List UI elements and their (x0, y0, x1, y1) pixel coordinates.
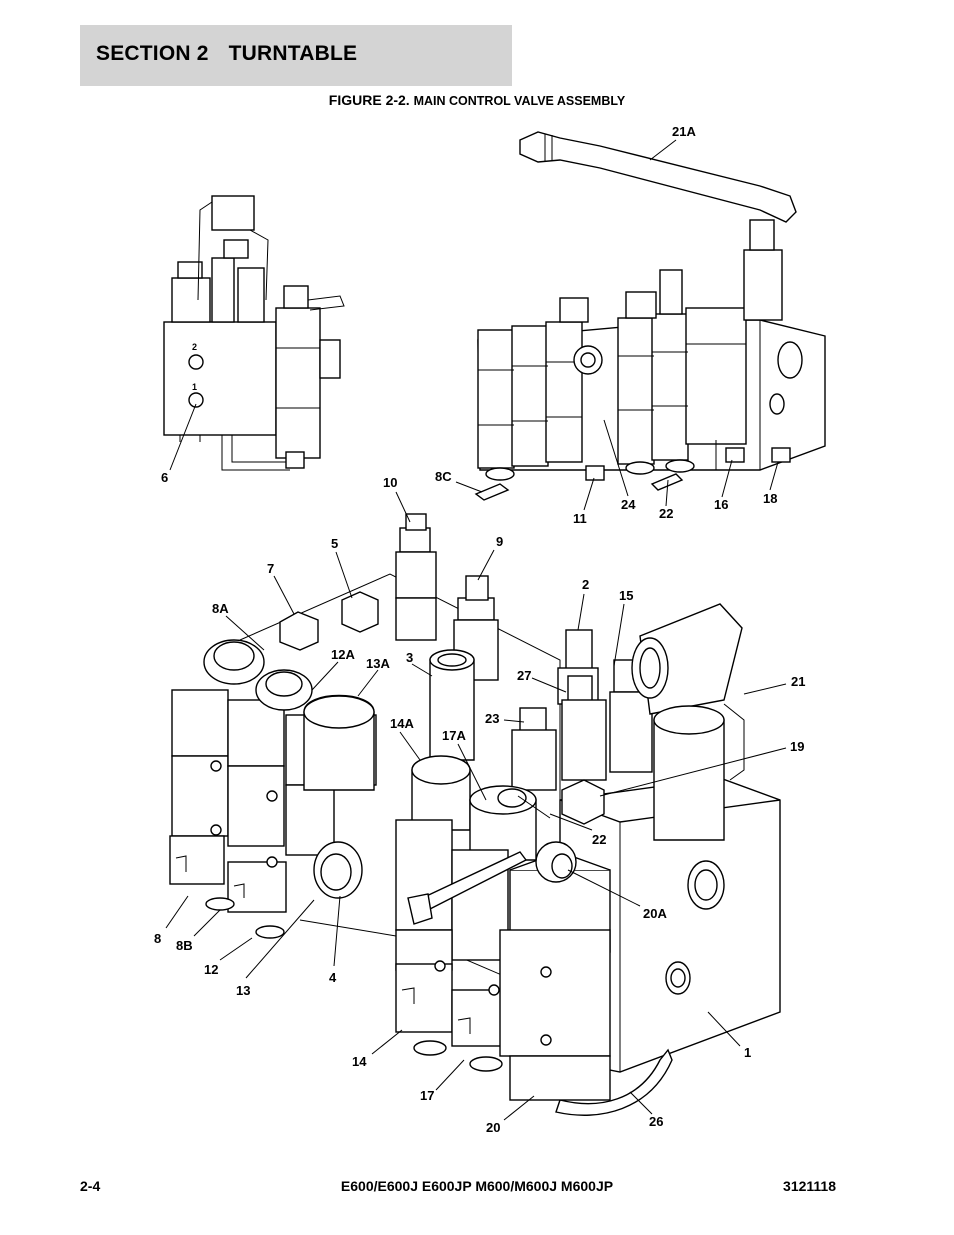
callout-21: 21 (791, 674, 805, 689)
callout-12: 12 (204, 962, 218, 977)
callout-8A: 8A (212, 601, 229, 616)
leader-lines (165, 139, 787, 1121)
callout-22-top: 22 (659, 506, 673, 521)
rear-view-assembly (474, 131, 826, 501)
callout-3: 3 (406, 650, 413, 665)
callout-9: 9 (496, 534, 503, 549)
callout-18: 18 (763, 491, 777, 506)
callout-4: 4 (329, 970, 337, 985)
callout-12A: 12A (331, 647, 355, 662)
callout-27: 27 (517, 668, 531, 683)
figure-title: FIGURE 2-2. MAIN CONTROL VALVE ASSEMBLY (0, 92, 954, 108)
callout-labels: 21A 6 8C 11 24 22 16 18 10 5 9 7 2 15 8A… (154, 124, 805, 1135)
callout-20: 20 (486, 1120, 500, 1135)
port-1-label: 1 (192, 382, 197, 392)
callout-24: 24 (621, 497, 636, 512)
callout-22: 22 (592, 832, 606, 847)
callout-20A: 20A (643, 906, 667, 921)
callout-13A: 13A (366, 656, 390, 671)
callout-7: 7 (267, 561, 274, 576)
callout-1: 1 (744, 1045, 751, 1060)
figure-caption: MAIN CONTROL VALVE ASSEMBLY (413, 94, 626, 108)
figure-number: FIGURE 2-2. (328, 92, 410, 108)
callout-11: 11 (573, 511, 587, 526)
callout-8B: 8B (176, 938, 193, 953)
callout-8C: 8C (435, 469, 452, 484)
callout-5: 5 (331, 536, 338, 551)
callout-21A: 21A (672, 124, 696, 139)
section-header-bar (80, 25, 512, 86)
port-2-label: 2 (192, 342, 197, 352)
callout-17: 17 (420, 1088, 434, 1103)
callout-14: 14 (352, 1054, 367, 1069)
callout-14A: 14A (390, 716, 414, 731)
callout-19: 19 (790, 739, 804, 754)
callout-6: 6 (161, 470, 168, 485)
page-number: 2-4 (80, 1178, 101, 1194)
callout-10: 10 (383, 475, 397, 490)
main-exploded-assembly (169, 513, 781, 1116)
callout-16: 16 (714, 497, 728, 512)
document-number: 3121118 (783, 1178, 836, 1194)
callout-15: 15 (619, 588, 633, 603)
section-name: TURNTABLE (228, 42, 358, 65)
side-view-assembly: 2 1 (163, 195, 345, 471)
section-label: SECTION 2 (96, 42, 209, 65)
callout-26: 26 (649, 1114, 663, 1129)
callout-2: 2 (582, 577, 589, 592)
callout-8: 8 (154, 931, 161, 946)
callout-23: 23 (485, 711, 499, 726)
section-title: SECTION 2 TURNTABLE (96, 42, 357, 66)
callout-17A: 17A (442, 728, 466, 743)
callout-13: 13 (236, 983, 250, 998)
model-list: E600/E600J E600JP M600/M600J M600JP (340, 1178, 614, 1194)
